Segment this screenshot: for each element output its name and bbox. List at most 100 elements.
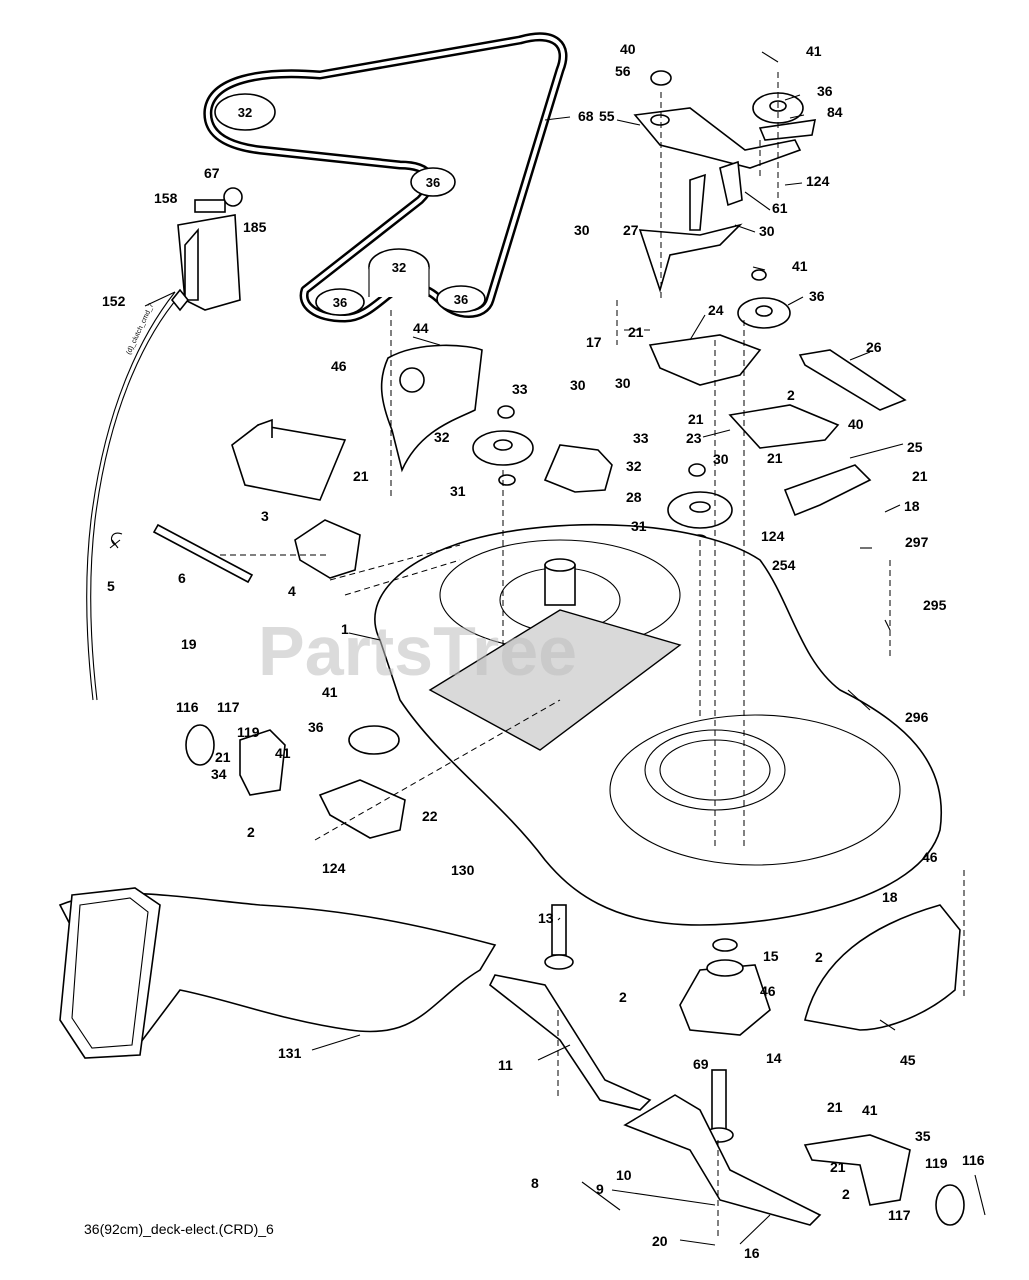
belt-pulley-label: 36	[333, 295, 347, 310]
callout-label: 46	[760, 983, 776, 999]
bracket-4	[294, 519, 361, 579]
callout-label: 2	[247, 824, 255, 840]
callout-label: 15	[763, 948, 779, 964]
callout-label: 119	[237, 724, 260, 740]
callout-label: 2	[787, 387, 795, 403]
callout-label: 254	[772, 557, 796, 573]
callout-label: 21	[353, 468, 369, 484]
callout-label: 9	[596, 1181, 604, 1197]
callout-labels: 68 55 40 56 41 36 84 124 61 67 158 185 1…	[102, 41, 985, 1261]
callout-label: 10	[616, 1167, 632, 1183]
callout-label: 84	[827, 104, 843, 120]
idler-bracket-27	[638, 160, 743, 293]
callout-label: 117	[217, 699, 240, 715]
callout-label: 22	[422, 808, 438, 824]
callout-label: 21	[215, 749, 231, 765]
belt-guard-44	[380, 344, 483, 473]
discharge-chute-131	[58, 887, 497, 1059]
callout-label: 21	[912, 468, 928, 484]
callout-label: 61	[772, 200, 788, 216]
callout-label: 4	[288, 583, 296, 599]
callout-label: 32	[434, 429, 450, 445]
callout-label: 18	[904, 498, 920, 514]
belt-pulley-label: 36	[426, 175, 440, 190]
callout-label: 56	[615, 63, 631, 79]
callout-label: 297	[905, 534, 929, 550]
belt-pulley-label: 32	[238, 105, 252, 120]
callout-label: 185	[243, 219, 267, 235]
spindle-housing-14	[679, 938, 771, 1036]
callout-label: 16	[744, 1245, 760, 1261]
callout-label: 2	[842, 1186, 850, 1202]
spindle-69	[704, 1069, 734, 1143]
callout-label: 30	[759, 223, 775, 239]
callout-label: 17	[586, 334, 602, 350]
callout-label: 31	[450, 483, 466, 499]
callout-label: 30	[615, 375, 631, 391]
callout-label: 36	[308, 719, 324, 735]
callout-label: 21	[767, 450, 783, 466]
callout-label: 117	[888, 1207, 911, 1223]
callout-label: 30	[713, 451, 729, 467]
callout-label: 44	[413, 320, 429, 336]
callout-label: 21	[688, 411, 704, 427]
callout-label: 152	[102, 293, 126, 309]
callout-label: 19	[181, 636, 197, 652]
callout-label: 158	[154, 190, 178, 206]
callout-label: 21	[830, 1159, 846, 1175]
callout-label: 41	[862, 1102, 878, 1118]
callout-label: 30	[574, 222, 590, 238]
blade-guard-45	[804, 904, 961, 1031]
belt-pulleys: 32 36 32 36 36	[214, 93, 486, 316]
callout-label: 24	[708, 302, 724, 318]
callout-label: 69	[693, 1056, 709, 1072]
callout-label: 67	[204, 165, 220, 181]
callout-label: 6	[178, 570, 186, 586]
callout-label: 45	[900, 1052, 916, 1068]
callout-label: 30	[570, 377, 586, 393]
callout-label: 14	[766, 1050, 782, 1066]
callout-label: 35	[915, 1128, 931, 1144]
idler-bracket-34	[185, 724, 406, 839]
callout-label: 119	[925, 1155, 948, 1171]
callout-label: 28	[626, 489, 642, 505]
callout-label: 33	[512, 381, 528, 397]
callout-label: 2	[815, 949, 823, 965]
idler-pulley-36-right	[737, 269, 791, 329]
callout-label: 13	[538, 910, 554, 926]
callout-label: 40	[620, 41, 636, 57]
callout-label: 36	[809, 288, 825, 304]
spindle-13	[544, 904, 574, 970]
callout-label: 68	[578, 108, 594, 124]
callout-label: 36	[817, 83, 833, 99]
callout-label: 33	[633, 430, 649, 446]
callout-label: 27	[623, 222, 639, 238]
callout-label: 2	[619, 989, 627, 1005]
callout-label: 296	[905, 709, 929, 725]
belt-pulley-label: 32	[392, 260, 406, 275]
callout-label: 23	[686, 430, 702, 446]
callout-label: 41	[275, 745, 291, 761]
callout-label: 1	[341, 621, 349, 637]
callout-label: 55	[599, 108, 615, 124]
callout-label: 21	[827, 1099, 843, 1115]
callout-label: 116	[962, 1152, 985, 1168]
center-pulley-32-left	[472, 405, 534, 486]
callout-label: 11	[498, 1057, 513, 1073]
deck-hanger-bracket-3	[231, 418, 347, 501]
callout-label: 20	[652, 1233, 668, 1249]
callout-label: 41	[322, 684, 338, 700]
callout-label: 31	[631, 518, 647, 534]
callout-label: 26	[866, 339, 882, 355]
belt-pulley-label: 36	[454, 292, 468, 307]
callout-label: 131	[278, 1045, 302, 1061]
link-rod-6	[110, 523, 254, 584]
callout-label: 41	[806, 43, 822, 59]
mower-deck-1	[374, 523, 943, 926]
callout-label: 46	[331, 358, 347, 374]
callout-label: 124	[806, 173, 830, 189]
callout-label: 124	[761, 528, 785, 544]
callout-label: 5	[107, 578, 115, 594]
